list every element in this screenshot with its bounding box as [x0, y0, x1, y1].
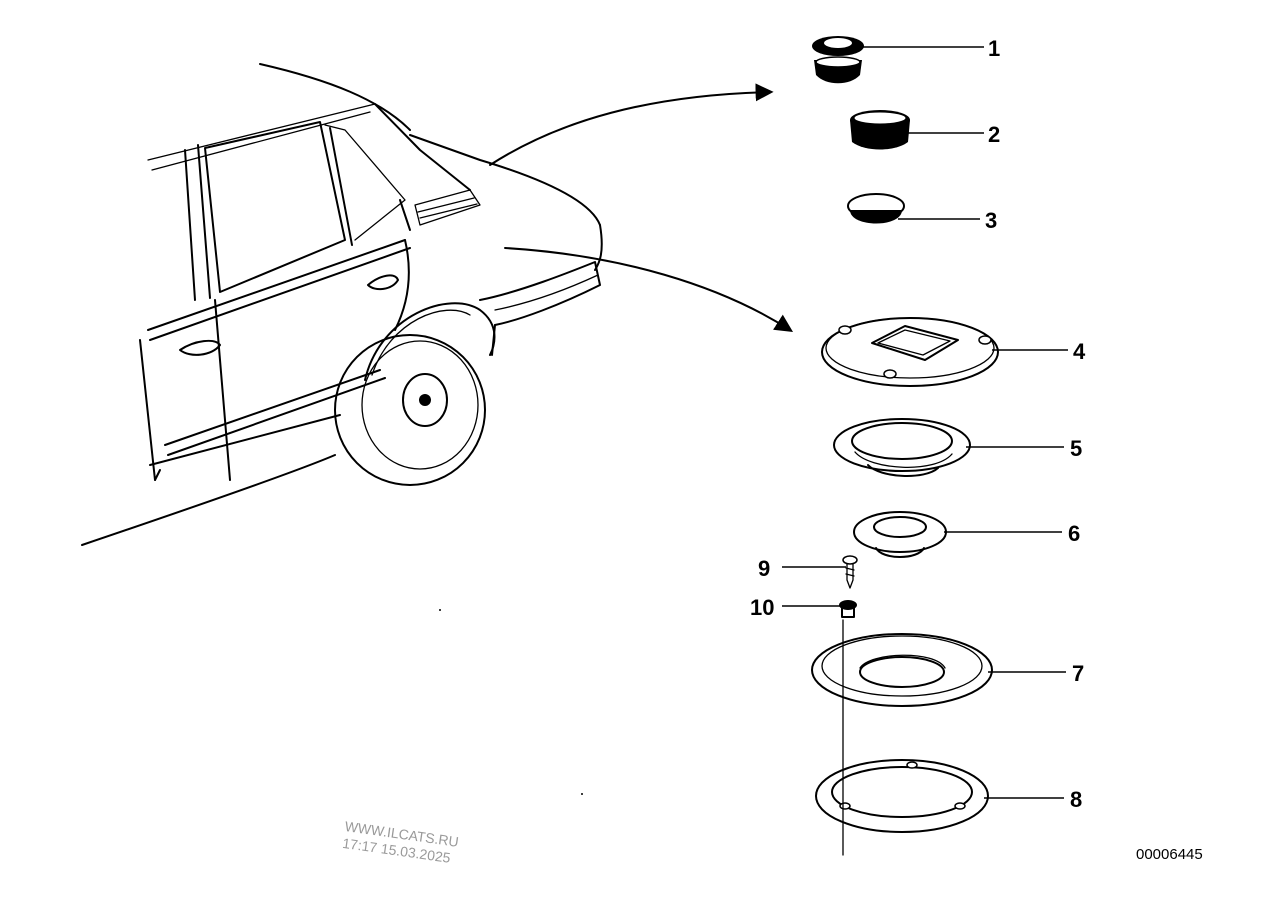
callout-10: 10: [750, 595, 774, 620]
part-3-plug: [847, 193, 905, 224]
leader-lines: [782, 46, 1068, 799]
callout-1: 1: [988, 36, 1000, 61]
callout-6: 6: [1068, 521, 1080, 546]
part-1-grommet: [812, 36, 864, 84]
arrow-lower: [504, 247, 794, 332]
part-7-cover-ring: [811, 633, 993, 707]
callout-4: 4: [1073, 339, 1086, 364]
part-9-screw: [842, 555, 858, 589]
callout-3: 3: [985, 208, 997, 233]
part-10-clip-nut: [839, 600, 857, 618]
part-4-cover-plate: [821, 317, 999, 387]
callout-9: 9: [758, 556, 770, 581]
speck: [581, 793, 583, 795]
car-rear-illustration: [81, 63, 603, 546]
callout-2: 2: [988, 122, 1000, 147]
callout-5: 5: [1070, 436, 1082, 461]
speck: [439, 609, 441, 611]
part-6-grommet-ring: [853, 511, 947, 558]
part-5-sealing-ring: [833, 418, 971, 477]
arrow-upper: [489, 83, 774, 166]
callout-7: 7: [1072, 661, 1084, 686]
callout-8: 8: [1070, 787, 1082, 812]
part-2-plug: [850, 110, 910, 150]
part-8-retaining-ring: [815, 759, 989, 833]
document-number: 00006445: [1136, 846, 1203, 863]
